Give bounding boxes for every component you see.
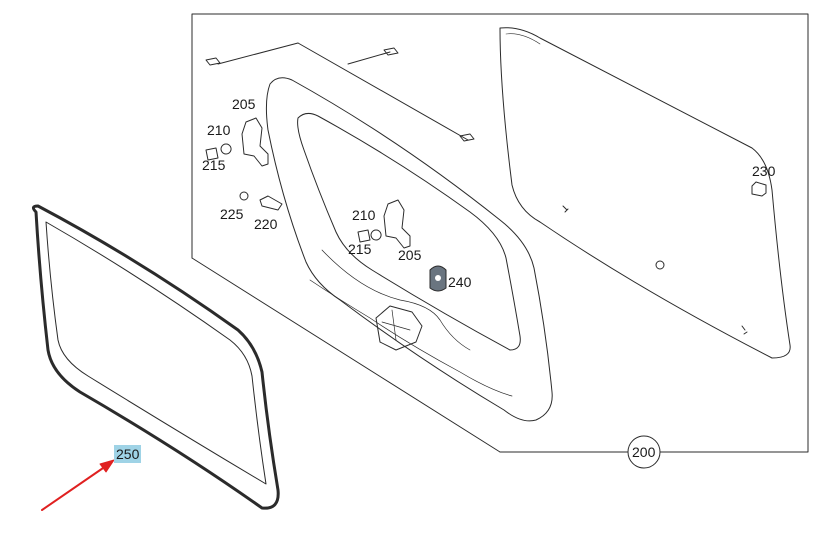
label-215-top: 215 — [202, 157, 226, 173]
red-arrow-shaft — [41, 465, 107, 511]
glass-clip-left — [562, 205, 569, 213]
label-225: 225 — [220, 206, 244, 222]
label-250-highlight: 250 — [114, 445, 142, 463]
harness-tag-3 — [459, 133, 475, 142]
label-240: 240 — [448, 274, 472, 290]
harness-line-a — [217, 42, 299, 65]
glass-clip-right — [741, 325, 748, 335]
liftgate-frame-outer — [265, 77, 553, 422]
hinge-top — [241, 117, 269, 167]
weatherstrip-seal-250 — [31, 204, 280, 510]
gasket-hole — [435, 275, 441, 281]
nut-mid — [370, 229, 382, 241]
callout-200-circle — [627, 435, 661, 469]
harness-tag-1 — [205, 57, 221, 66]
label-200: 200 — [632, 444, 656, 460]
liftgate-inner-panel — [309, 279, 513, 397]
label-205-top: 205 — [232, 96, 256, 112]
red-arrow-head — [99, 459, 115, 473]
harness-tag-2 — [383, 47, 399, 56]
nut-top — [220, 143, 232, 155]
label-230: 230 — [752, 163, 776, 179]
label-210-top: 210 — [207, 122, 231, 138]
bolt-220 — [259, 195, 283, 211]
latch-bracket — [375, 305, 423, 351]
label-215-mid: 215 — [348, 241, 372, 257]
harness-line-b — [297, 42, 469, 141]
glass-hole — [655, 260, 665, 270]
assembly-frame — [191, 13, 809, 453]
bush-top — [205, 147, 219, 161]
label-210-mid: 210 — [352, 207, 376, 223]
washer-225 — [239, 191, 249, 201]
bush-mid — [357, 229, 371, 243]
hinge-mid — [383, 199, 411, 249]
harness-line-c — [347, 51, 391, 65]
label-220: 220 — [254, 216, 278, 232]
latch-bracket-detail — [381, 309, 411, 341]
assembly-frame-diagonal — [191, 257, 501, 453]
glass-bumper — [751, 181, 767, 197]
weatherstrip-seal-inner — [45, 221, 267, 485]
window-glass — [499, 27, 791, 359]
liftgate-window-opening — [297, 112, 521, 351]
liftgate-lower-panel — [321, 249, 471, 351]
window-glass-inner-edge — [505, 33, 541, 45]
label-205-mid: 205 — [398, 247, 422, 263]
